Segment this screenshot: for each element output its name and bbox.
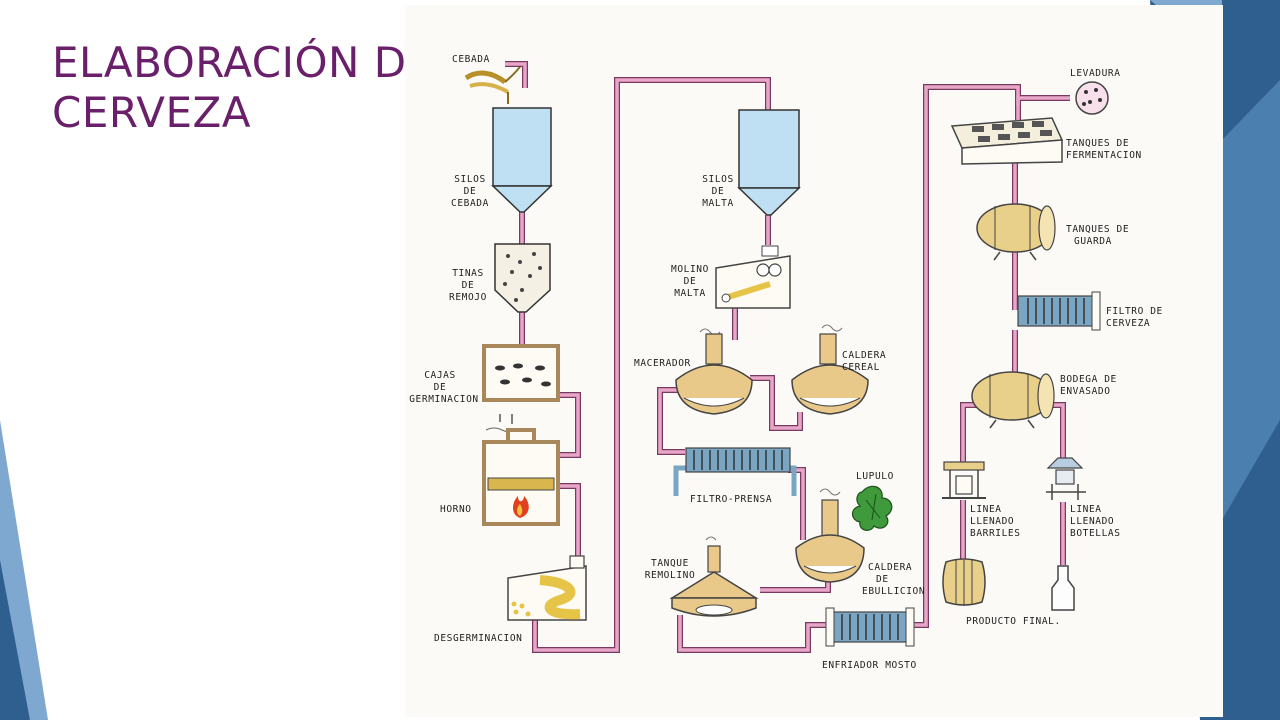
cebada-icon xyxy=(464,61,528,104)
label-caldera-cereal-1: CALDERA xyxy=(842,350,886,361)
filtro-prensa-icon xyxy=(673,447,797,496)
linea-barriles-icon xyxy=(942,461,986,499)
label-tinas-1: TINAS xyxy=(452,268,484,279)
slide-title: ELABORACIÓN DE CERVEZA xyxy=(52,38,434,138)
label-fermentacion-2: FERMENTACION xyxy=(1066,150,1142,161)
lupulo-icon xyxy=(851,485,893,531)
tanques-guarda-icon xyxy=(976,203,1056,261)
title-line-1: ELABORACIÓN DE xyxy=(52,38,434,87)
linea-botellas-icon xyxy=(1046,457,1086,500)
label-filtro-cerveza-1: FILTRO DE xyxy=(1106,306,1163,317)
label-horno: HORNO xyxy=(440,504,472,515)
caldera-ebullicion-icon xyxy=(795,488,865,583)
process-flow-svg: CEBADA SILOS DE CEBADA TINAS DE REMOJO C… xyxy=(409,54,1163,671)
botella-producto-icon xyxy=(1051,565,1075,611)
label-lupulo: LUPULO xyxy=(856,471,894,482)
label-botellas-1: LINEA xyxy=(1070,504,1102,515)
caldera-cereal-icon xyxy=(791,324,869,415)
tanque-remolino-icon xyxy=(669,536,759,617)
label-ebullicion-3: EBULLICION xyxy=(862,586,925,597)
silo-cebada-icon xyxy=(491,107,553,213)
label-tinas-2: DE xyxy=(462,280,475,291)
label-macerador: MACERADOR xyxy=(634,358,691,369)
label-silos-malta-3: MALTA xyxy=(702,198,734,209)
label-botellas-3: BOTELLAS xyxy=(1070,528,1121,539)
desgerminacion-icon xyxy=(507,555,587,621)
pipe-horno-to-desg xyxy=(558,483,581,560)
label-silos-cebada-2: DE xyxy=(464,186,477,197)
label-enfriador-mosto: ENFRIADOR MOSTO xyxy=(822,660,917,671)
label-producto-final: PRODUCTO FINAL. xyxy=(966,616,1061,627)
silo-malta-icon xyxy=(737,109,801,216)
molino-malta-icon xyxy=(715,245,791,309)
label-silos-cebada-1: SILOS xyxy=(454,174,486,185)
label-cebada: CEBADA xyxy=(452,54,490,65)
label-ebullicion-1: CALDERA xyxy=(868,562,912,573)
deco-left-dark xyxy=(0,560,30,720)
label-molino-1: MOLINO xyxy=(671,264,709,275)
label-silos-malta-1: SILOS xyxy=(702,174,734,185)
label-cajas-1: CAJAS xyxy=(424,370,456,381)
label-levadura: LEVADURA xyxy=(1070,68,1121,79)
label-molino-3: MALTA xyxy=(674,288,706,299)
label-tanque-remolino-1: TANQUE xyxy=(651,558,689,569)
enfriador-mosto-icon xyxy=(825,607,915,647)
label-barriles-2: LLENADO xyxy=(970,516,1014,527)
label-caldera-cereal-2: CEREAL xyxy=(842,362,880,373)
label-filtro-prensa: FILTRO-PRENSA xyxy=(690,494,772,505)
tina-remojo-icon xyxy=(494,243,551,313)
label-cajas-3: GERMINACION xyxy=(409,394,479,405)
filtro-cerveza-icon xyxy=(1017,291,1101,331)
label-molino-2: DE xyxy=(684,276,697,287)
label-barriles-3: BARRILES xyxy=(970,528,1021,539)
label-tanque-remolino-2: REMOLINO xyxy=(645,570,696,581)
label-silos-cebada-3: CEBADA xyxy=(451,198,489,209)
label-tinas-3: REMOJO xyxy=(449,292,487,303)
bodega-envasado-icon xyxy=(971,371,1055,429)
label-fermentacion-1: TANQUES DE xyxy=(1066,138,1129,149)
label-silos-malta-2: DE xyxy=(712,186,725,197)
label-cajas-2: DE xyxy=(434,382,447,393)
label-guarda-1: TANQUES DE xyxy=(1066,224,1129,235)
levadura-icon xyxy=(1075,81,1109,115)
label-bodega-2: ENVASADO xyxy=(1060,386,1111,397)
label-botellas-2: LLENADO xyxy=(1070,516,1114,527)
label-bodega-1: BODEGA DE xyxy=(1060,374,1117,385)
title-line-2: CERVEZA xyxy=(52,88,252,137)
horno-icon xyxy=(482,414,560,526)
label-guarda-2: GUARDA xyxy=(1074,236,1112,247)
tanques-fermentacion-icon xyxy=(950,117,1064,165)
deco-right-mid xyxy=(1222,80,1280,520)
label-filtro-cerveza-2: CERVEZA xyxy=(1106,318,1150,329)
cajas-germinacion-icon xyxy=(482,344,560,402)
labels: CEBADA SILOS DE CEBADA TINAS DE REMOJO C… xyxy=(409,54,1163,671)
pipes-inner xyxy=(520,78,1070,652)
beer-process-diagram: CEBADA SILOS DE CEBADA TINAS DE REMOJO C… xyxy=(405,5,1223,717)
barril-producto-icon xyxy=(942,558,986,606)
label-barriles-1: LINEA xyxy=(970,504,1002,515)
label-desgerminacion: DESGERMINACION xyxy=(434,633,522,644)
macerador-icon xyxy=(675,328,753,415)
pipe-cajas-to-horno xyxy=(558,392,581,458)
label-ebullicion-2: DE xyxy=(876,574,889,585)
